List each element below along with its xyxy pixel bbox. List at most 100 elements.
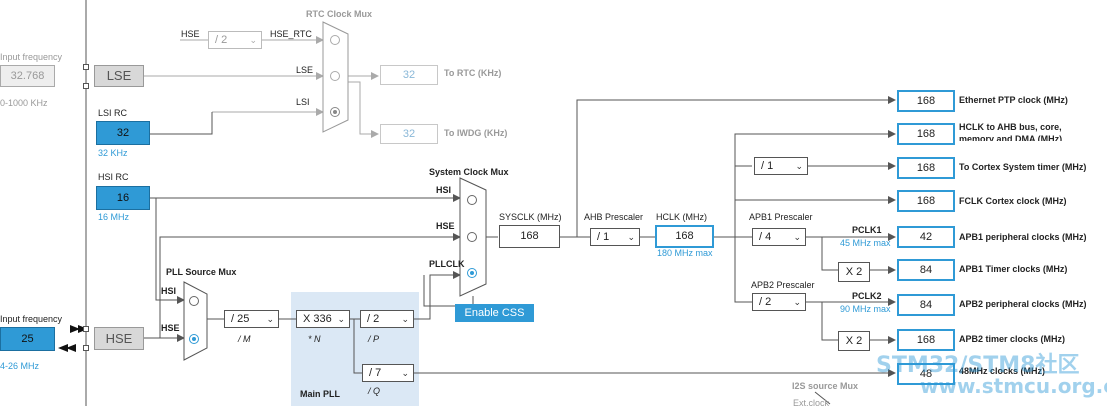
hse-connector-top — [83, 326, 89, 332]
output-hclk-label: HCLK to AHB bus, core, memory and DMA (M… — [959, 122, 1063, 141]
lse-connector-bottom — [83, 83, 89, 89]
output-48mhz-value[interactable]: 48 — [897, 363, 955, 385]
pll-source-hsi-radio[interactable] — [189, 296, 199, 306]
apb2-timer-multiplier: X 2 — [838, 331, 870, 351]
chevron-down-icon: ⌄ — [793, 297, 801, 307]
pll-m-divider-select[interactable]: / 25 ⌄ — [224, 310, 279, 328]
pll-source-mux-title: PLL Source Mux — [166, 267, 237, 277]
output-apb2-timer-label: APB2 timer clocks (MHz) — [959, 334, 1066, 344]
output-apb1-peripheral-value[interactable]: 42 — [897, 226, 955, 248]
sysclk-mux-hse-label: HSE — [436, 221, 455, 231]
apb1-prescaler-value: / 4 — [759, 231, 772, 243]
rtc-output-label: To RTC (KHz) — [444, 68, 502, 78]
lse-frequency-field[interactable]: 32.768 — [0, 65, 55, 87]
output-cortex-timer-value[interactable]: 168 — [897, 157, 955, 179]
output-hclk-value[interactable]: 168 — [897, 123, 955, 145]
output-apb1-timer-label: APB1 Timer clocks (MHz) — [959, 264, 1068, 274]
apb2-prescaler-select[interactable]: / 2⌄ — [752, 293, 806, 311]
i2s-ext-clock-label: Ext.clock — [793, 398, 830, 408]
pclk1-label: PCLK1 — [852, 225, 882, 235]
rtc-hse-rtc-label: HSE_RTC — [270, 29, 312, 39]
output-fclk-label: FCLK Cortex clock (MHz) — [959, 196, 1067, 206]
sysclk-mux-hse-radio[interactable] — [467, 232, 477, 242]
pclk2-label: PCLK2 — [852, 291, 882, 301]
pll-q-divider-select[interactable]: / 7 ⌄ — [362, 364, 414, 382]
lsi-rc-unit: 32 KHz — [98, 148, 128, 158]
lse-connector-top — [83, 64, 89, 70]
hse-source-button[interactable]: HSE — [94, 327, 144, 350]
apb1-timer-multiplier: X 2 — [838, 262, 870, 282]
rtc-hse-divider-value: / 2 — [215, 34, 228, 46]
hsi-rc-label: HSI RC — [98, 172, 129, 182]
pll-m-label: / M — [238, 334, 251, 344]
rtc-lse-input-label: LSE — [296, 65, 314, 75]
chevron-down-icon: ⌄ — [401, 368, 409, 378]
chevron-down-icon: ⌄ — [795, 161, 803, 171]
hse-frequency-range: 4-26 MHz — [0, 361, 40, 371]
hse-connector-bottom — [83, 345, 89, 351]
output-apb2-timer-value[interactable]: 168 — [897, 329, 955, 351]
pll-n-multiplier-select[interactable]: X 336⌄ — [296, 310, 350, 328]
apb1-prescaler-select[interactable]: / 4 ⌄ — [752, 228, 806, 246]
output-apb2-peripheral-value[interactable]: 84 — [897, 294, 955, 316]
pll-source-hsi-label: HSI — [161, 286, 177, 296]
enable-css-button[interactable]: Enable CSS — [455, 304, 534, 322]
hsi-rc-unit: 16 MHz — [98, 212, 130, 222]
pll-q-divider-value: / 7 — [369, 367, 382, 379]
hclk-value-field[interactable]: 168 — [655, 225, 714, 248]
hclk-label: HCLK (MHz) — [656, 212, 707, 222]
sysclk-label: SYSCLK (MHz) — [499, 212, 562, 222]
sysclk-value-field[interactable]: 168 — [499, 225, 560, 248]
output-apb1-timer-value[interactable]: 84 — [897, 259, 955, 281]
sysclk-mux-hsi-label: HSI — [436, 185, 452, 195]
pclk2-max-label: 90 MHz max — [840, 304, 891, 314]
lse-frequency-range: 0-1000 KHz — [0, 98, 48, 108]
lsi-rc-label: LSI RC — [98, 108, 128, 118]
rtc-hse-input-label: HSE — [181, 29, 200, 39]
lse-input-frequency-label: Input frequency — [0, 52, 63, 62]
apb1-prescaler-label: APB1 Prescaler — [749, 212, 813, 222]
hse-input-frequency-label: Input frequency — [0, 314, 63, 324]
i2s-source-mux-title: I2S source Mux — [792, 381, 859, 391]
sysclk-mux-hsi-radio[interactable] — [467, 195, 477, 205]
output-fclk-value[interactable]: 168 — [897, 190, 955, 212]
output-apb2-peripheral-label: APB2 peripheral clocks (MHz) — [959, 299, 1087, 309]
hse-frequency-field[interactable]: 25 — [0, 327, 55, 351]
rtc-hse-divider-select[interactable]: / 2 ⌄ — [208, 31, 262, 49]
sysclk-mux-pllclk-radio[interactable] — [467, 268, 477, 278]
pll-p-label: / P — [368, 334, 380, 344]
cortex-timer-divider-select[interactable]: / 1 ⌄ — [754, 157, 808, 175]
chevron-down-icon: ⌄ — [266, 314, 274, 324]
ahb-prescaler-value: / 1 — [597, 231, 610, 243]
main-pll-label: Main PLL — [300, 389, 340, 399]
watermark-line2: www.stmcu.org.cn — [920, 374, 1107, 398]
pclk1-max-label: 45 MHz max — [840, 238, 891, 248]
ahb-prescaler-select[interactable]: / 1⌄ — [590, 228, 640, 246]
chevron-down-icon: ⌄ — [337, 314, 345, 324]
rtc-mux-lse-radio[interactable] — [330, 71, 340, 81]
system-clock-mux-title: System Clock Mux — [429, 167, 509, 177]
output-ethernet-ptp-label: Ethernet PTP clock (MHz) — [959, 95, 1068, 105]
chevron-down-icon: ⌄ — [793, 232, 801, 242]
ahb-prescaler-label: AHB Prescaler — [584, 212, 644, 222]
pll-p-divider-select[interactable]: / 2⌄ — [360, 310, 414, 328]
output-ethernet-ptp-value[interactable]: 168 — [897, 90, 955, 112]
rtc-mux-lsi-radio[interactable] — [330, 107, 340, 117]
lsi-rc-value: 32 — [96, 121, 150, 145]
iwdg-output-label: To IWDG (KHz) — [444, 128, 508, 138]
pll-source-hse-radio[interactable] — [189, 334, 199, 344]
chevron-down-icon: ⌄ — [249, 35, 257, 45]
pll-q-label: / Q — [368, 386, 381, 396]
output-48mhz-label: 48MHz clocks (MHz) — [959, 366, 1046, 376]
rtc-mux-hse-radio[interactable] — [330, 35, 340, 45]
rtc-clock-mux-title: RTC Clock Mux — [306, 9, 373, 19]
watermark-line1: STM32/STM8社区 — [876, 353, 1080, 378]
cortex-timer-divider-value: / 1 — [761, 160, 774, 172]
pll-m-divider-value: / 25 — [231, 313, 250, 325]
lse-source-button[interactable]: LSE — [94, 65, 144, 87]
hsi-rc-value: 16 — [96, 186, 150, 210]
iwdg-output-value: 32 — [380, 124, 438, 144]
output-apb1-peripheral-label: APB1 peripheral clocks (MHz) — [959, 232, 1087, 242]
hclk-max-label: 180 MHz max — [657, 248, 713, 258]
